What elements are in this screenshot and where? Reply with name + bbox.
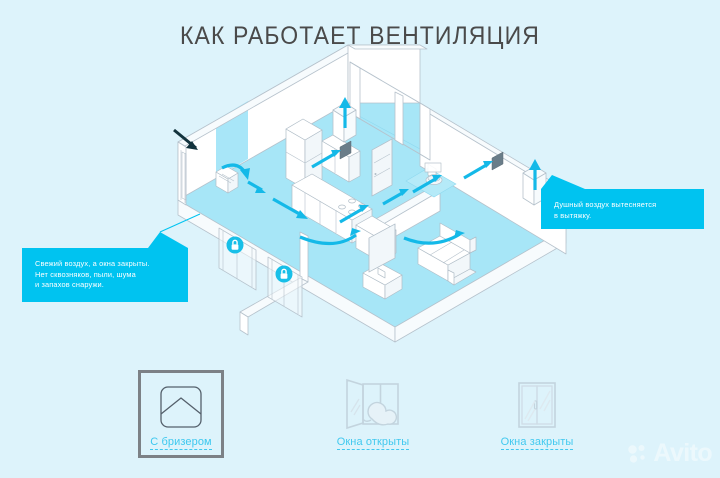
brizer-device-icon <box>121 374 241 440</box>
breather-unit <box>215 165 239 194</box>
lock-badge-1 <box>226 236 244 254</box>
callout-left-line-2: Нет сквозняков, пыли, шума <box>35 269 136 279</box>
tab-windows-open-label[interactable]: Окна открыты <box>336 436 410 450</box>
callout-stale-air: Душный воздух вытесняется в вытяжку. <box>541 189 704 229</box>
callout-left-line-1: Свежий воздух, а окна закрыты. <box>35 259 150 268</box>
tab-brizer-label[interactable]: С бризером <box>150 436 212 450</box>
callout-fresh-air: Свежий воздух, а окна закрыты. Нет сквоз… <box>22 248 188 302</box>
callout-right-line-1: Душный воздух вытесняется <box>554 200 657 209</box>
lock-badge-2 <box>275 265 293 283</box>
vent-shaft-left <box>332 102 357 143</box>
avito-watermark-text: Avito <box>653 439 712 467</box>
pointer-arrow-dark <box>173 128 198 150</box>
open-window-icon <box>313 373 433 439</box>
exhaust-vent-kitchen <box>339 140 352 160</box>
callout-left-line-3: и запахов снаружи. <box>35 280 105 289</box>
tab-windows-closed-label[interactable]: Окна закрыты <box>500 436 574 450</box>
locked-windows <box>218 227 303 318</box>
closed-window-icon <box>477 373 597 439</box>
avito-logo-icon <box>628 444 646 463</box>
left-wall-opening <box>177 141 187 206</box>
avito-watermark: Avito <box>627 439 713 467</box>
exhaust-vent-bathroom <box>491 151 504 171</box>
callout-tails <box>148 175 585 248</box>
mode-tabs: С бризером Окна открыты <box>0 368 720 468</box>
tab-active-frame <box>138 370 224 458</box>
interior-door <box>371 138 393 197</box>
callout-right-line-2: в вытяжку. <box>554 210 592 220</box>
airflow-arrows <box>173 97 541 246</box>
